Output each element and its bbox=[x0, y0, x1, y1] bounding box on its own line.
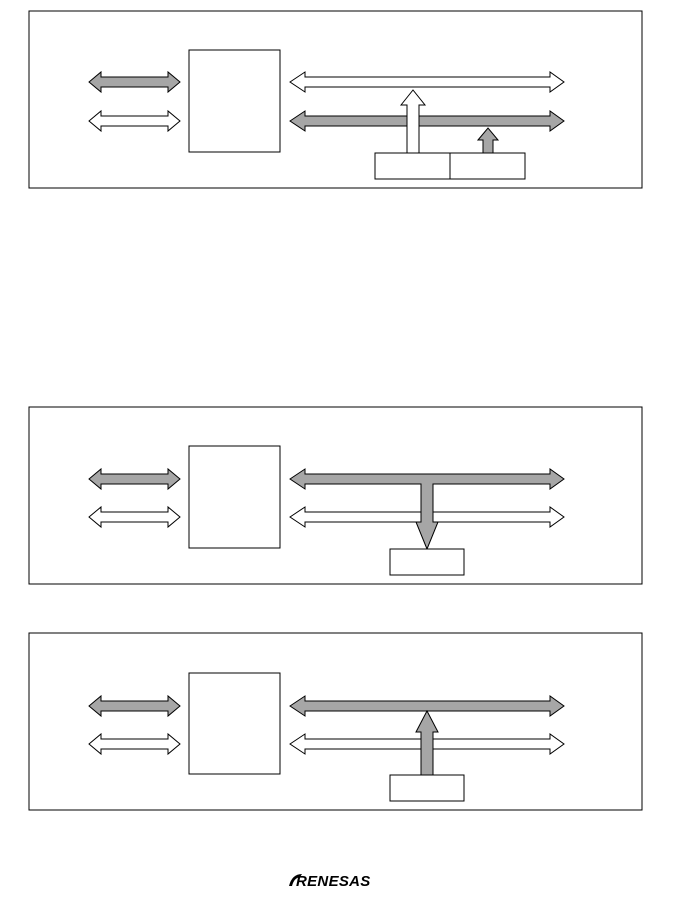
panel-1-right-bus-open bbox=[289, 71, 565, 93]
panel-3-frame bbox=[28, 632, 643, 811]
panel-3-central-block bbox=[188, 672, 281, 775]
panel-3-left-bus-shaded bbox=[88, 694, 181, 718]
panel-3-block-a bbox=[389, 774, 465, 802]
panel-1-transfer-shaded-up bbox=[476, 127, 500, 154]
panel-2-junction-fill bbox=[421, 483, 433, 486]
panel-1-left-bus-open bbox=[88, 109, 181, 133]
panel-1-block-b bbox=[449, 152, 526, 180]
diagram-canvas bbox=[28, 10, 643, 811]
panel-1-frame bbox=[28, 10, 643, 189]
panel-2-central-block bbox=[188, 445, 281, 549]
panel-2-right-bus-shaded bbox=[289, 468, 565, 490]
renesas-logo-text: RENESAS bbox=[296, 873, 371, 890]
panel-1 bbox=[28, 10, 643, 189]
panel-3-right-bus-shaded bbox=[289, 695, 565, 717]
panel-2-transfer-shaded-down bbox=[415, 483, 439, 551]
panel-2 bbox=[28, 406, 643, 585]
panel-2-block-a bbox=[389, 548, 465, 576]
panel-1-transfer-open-up bbox=[399, 89, 427, 154]
panel-2-left-bus-open bbox=[88, 505, 181, 529]
renesas-logo-swoosh bbox=[289, 874, 302, 886]
panel-3 bbox=[28, 632, 643, 811]
panel-1-central-block bbox=[188, 49, 281, 153]
panel-1-block-a bbox=[374, 152, 451, 180]
panel-3-left-bus-open bbox=[88, 732, 181, 756]
panel-1-right-bus-shaded bbox=[289, 110, 565, 132]
panel-2-left-bus-shaded bbox=[88, 467, 181, 491]
panel-2-frame bbox=[28, 406, 643, 585]
renesas-logo: RENESAS bbox=[289, 873, 371, 890]
panel-1-left-bus-shaded bbox=[88, 70, 181, 94]
panel-3-transfer-shaded-up bbox=[415, 709, 439, 776]
